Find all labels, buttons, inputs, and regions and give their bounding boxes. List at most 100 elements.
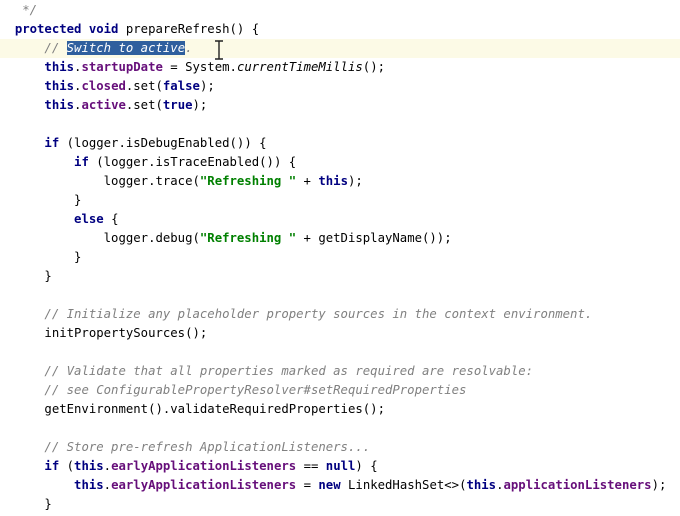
code-token: false [162,79,200,93]
code-line[interactable]: logger.trace("Refreshing " + this); [0,172,680,191]
code-line-current[interactable]: // Switch to active. [0,39,680,58]
code-line[interactable]: this.startupDate = System.currentTimeMil… [0,58,680,77]
code-token: protected void [14,22,119,36]
code-token: + getDisplayName()); [296,231,452,245]
code-line[interactable]: initPropertySources(); [0,324,680,343]
code-token: // see ConfigurablePropertyResolver#setR… [44,383,467,397]
code-token: closed [81,79,126,93]
text-cursor-icon [215,40,223,60]
code-token: prepareRefresh() { [118,22,260,36]
code-token: LinkedHashSet<>( [340,478,467,492]
code-token: true [162,98,193,112]
code-token: + [296,174,319,188]
code-token: . [103,478,112,492]
code-token: . [74,60,82,74]
code-token: . [74,79,82,93]
code-token: initPropertySources(); [0,326,208,340]
code-line[interactable]: protected void prepareRefresh() { [0,20,680,39]
code-line[interactable] [0,343,680,362]
code-token: ) { [355,459,378,473]
code-line[interactable]: getEnvironment().validateRequiredPropert… [0,400,680,419]
code-token [0,22,15,36]
code-token: applicationListeners [503,478,652,492]
code-token: else [74,212,104,226]
code-token: . [185,41,193,55]
code-line[interactable] [0,115,680,134]
code-token: ); [199,79,215,93]
code-token: ( [59,459,75,473]
code-token: // Store pre-refresh ApplicationListener… [44,440,371,454]
code-line[interactable] [0,419,680,438]
code-token: } [0,193,82,207]
code-line[interactable]: this.active.set(true); [0,96,680,115]
code-token: if [44,136,60,150]
code-token: new [318,478,341,492]
code-token: this [44,98,75,112]
code-token: ); [651,478,667,492]
code-line[interactable]: if (logger.isDebugEnabled()) { [0,134,680,153]
code-token: active [81,98,126,112]
code-token: this [74,459,104,473]
code-token: this [318,174,348,188]
code-token [0,155,74,169]
code-line[interactable]: // Validate that all properties marked a… [0,362,680,381]
code-line[interactable] [0,286,680,305]
code-token: ); [347,174,363,188]
code-token: this [44,60,75,74]
code-line[interactable]: if (logger.isTraceEnabled()) { [0,153,680,172]
code-token: // [44,41,67,55]
code-line[interactable]: } [0,248,680,267]
code-token [0,440,44,454]
code-token: */ [0,3,38,17]
code-token: == [296,459,326,473]
code-token [0,136,44,150]
code-token: "Refreshing " [199,174,297,188]
code-token [0,478,74,492]
code-token: . [496,478,504,492]
selected-text: Switch to active [66,41,186,55]
code-token: } [0,250,82,264]
code-token: null [325,459,356,473]
code-token: if [44,459,60,473]
code-line[interactable]: if (this.earlyApplicationListeners == nu… [0,457,680,476]
code-line[interactable]: // see ConfigurablePropertyResolver#setR… [0,381,680,400]
code-token: earlyApplicationListeners [111,478,297,492]
code-line[interactable]: } [0,191,680,210]
code-line[interactable]: */ [0,1,680,20]
code-token: this [74,478,104,492]
code-line[interactable]: } [0,267,680,286]
code-token: } [0,269,52,283]
code-token [0,60,44,74]
code-token: .set( [125,79,163,93]
code-token: . [74,98,82,112]
code-token: startupDate [81,60,163,74]
code-token: // Validate that all properties marked a… [44,364,534,378]
code-token: = System. [162,60,237,74]
code-token [0,459,44,473]
code-line[interactable]: this.earlyApplicationListeners = new Lin… [0,476,680,495]
code-token: = [296,478,319,492]
code-token: { [103,212,119,226]
code-token: currentTimeMillis [236,60,363,74]
code-token: this [44,79,75,93]
code-line[interactable]: else { [0,210,680,229]
code-token: (logger.isDebugEnabled()) { [59,136,267,150]
code-token: "Refreshing " [199,231,297,245]
code-token [0,307,44,321]
code-token [0,98,44,112]
code-line[interactable]: logger.debug("Refreshing " + getDisplayN… [0,229,680,248]
code-line[interactable]: // Store pre-refresh ApplicationListener… [0,438,680,457]
code-token [0,212,74,226]
code-token: logger.trace( [0,174,200,188]
code-token: (logger.isTraceEnabled()) { [88,155,297,169]
code-token [0,41,44,55]
code-token: logger.debug( [0,231,200,245]
code-token [0,79,44,93]
code-token: } [0,497,52,511]
code-line[interactable]: // Initialize any placeholder property s… [0,305,680,324]
code-line[interactable]: this.closed.set(false); [0,77,680,96]
code-token: .set( [125,98,163,112]
code-line[interactable]: } [0,495,680,514]
code-token: . [103,459,112,473]
